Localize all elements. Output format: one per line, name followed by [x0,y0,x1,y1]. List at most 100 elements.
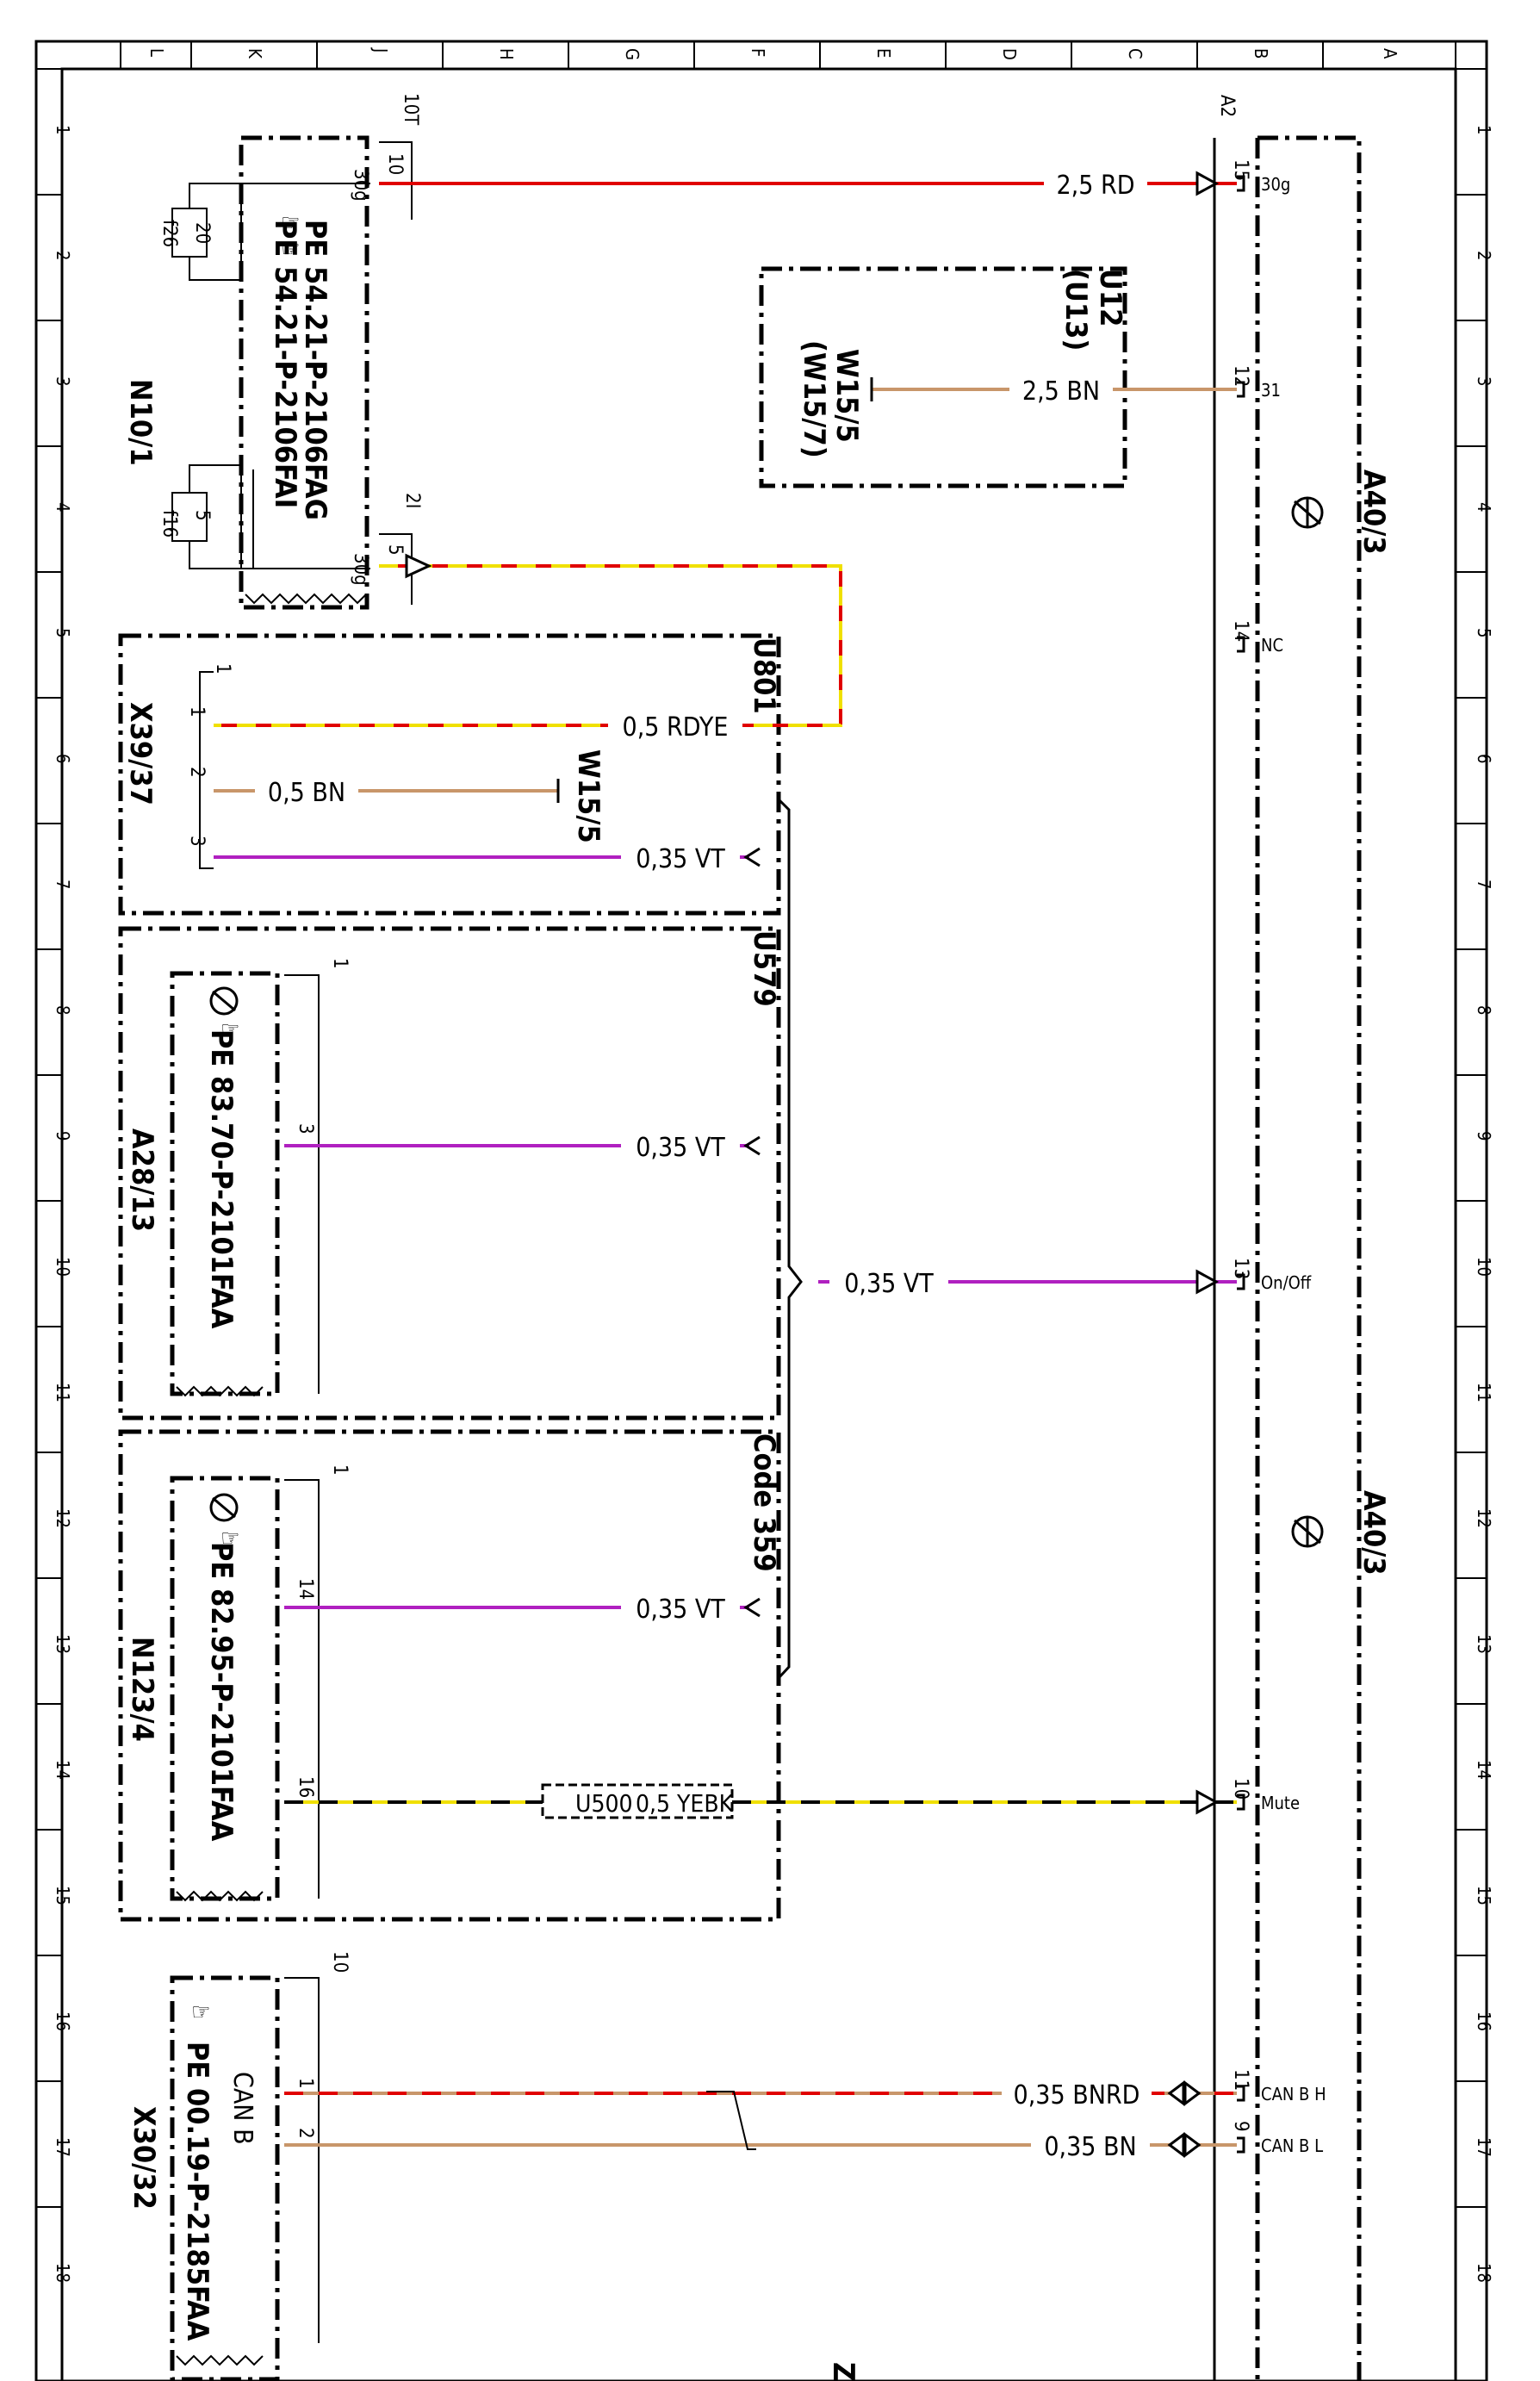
x30-32-pe-ref: PE 00.19-P-2185FAA [180,2042,214,2341]
a28-13-frame-pin: 1 [329,958,351,969]
row-label-right: 16 [1474,2011,1494,2031]
x30-32-connector [284,1977,320,2343]
row-label-right: 15 [1474,1886,1494,1905]
u801-box [118,633,781,916]
fuse-f16: 5 f16 [158,464,241,569]
wire-0-5-rdye-label-bg [608,712,742,744]
a40-3-label-lower: A40/3 [1357,1490,1391,1576]
a40-3-pin-signal: CAN B L [1261,2135,1323,2156]
code-359-code: Code 359 [747,1433,781,1572]
a40-3-pin-num: 11 [1230,2069,1251,2091]
row-label-right: 10 [1474,1257,1494,1277]
z35-label: Z35 [826,2362,860,2381]
row-label-right: 18 [1474,2263,1494,2283]
row-label-left: 1 [53,125,73,134]
wire-2-5-rd-label: 2,5 RD [1056,171,1134,201]
x30-32-label: X30/32 [127,2106,161,2210]
n10-1-pe-ref-1: PE 54.21-P-2106FAG [298,220,332,520]
wire-2-5-rd-arrow [1195,171,1220,196]
n10-1-box [239,135,369,610]
u500-splice-label: U500 [575,1789,633,1818]
row-label-left: 7 [53,880,73,889]
a28-13-pin-3: 3 [295,1123,316,1135]
wire-0-5-rdye-stripe [214,564,842,727]
wire-0-35-vt-n123-label: 0,35 VT [636,1595,725,1625]
n10-1-ref-top: 10T [400,93,421,126]
n10-1-hand-icon: ☞ ☞ [281,208,301,263]
a40-3-pin-socket [1237,1794,1245,1811]
x39-37-pin-1: 1 [186,706,208,718]
n10-1-pin-bot-sig: 30g [350,553,371,586]
a40-3-pin-socket [1237,381,1245,398]
row-label-left: 3 [53,376,73,386]
x39-37-label: X39/37 [123,702,158,805]
row-label-right: 1 [1474,125,1494,134]
column-label: K [245,48,265,59]
n10-1-break-lower [245,593,367,605]
wire-0-35-vt-a28-label: 0,35 VT [636,1133,725,1163]
fuse-f16-rating: 5 [191,510,213,521]
wire-0-35-vt-n123-tilde [743,1597,761,1618]
wire-0-5-rdye-arrow [405,553,432,579]
wire-0-5-yebk-arrow [1195,1789,1220,1815]
fuse-f16-name: f16 [158,510,180,538]
wire-0-35-vt-a28-tilde [743,1135,761,1156]
row-label-left: 15 [53,1886,73,1905]
u801-code: U801 [747,637,781,714]
column-label: D [999,48,1020,60]
row-label-left: 2 [53,251,73,260]
x39-37-bracket [199,671,214,869]
x30-32-bus-name: CAN B [227,2072,258,2145]
a28-13-label: A28/13 [125,1128,159,1232]
row-label-left: 11 [53,1383,73,1402]
u579-code: U579 [747,930,781,1007]
column-label: B [1251,48,1271,59]
row-label-right: 12 [1474,1508,1494,1528]
column-label: C [1125,48,1146,59]
row-label-left: 9 [53,1131,73,1141]
x30-32-pin-1: 1 [295,2078,316,2089]
u801-ground: W15/5 [571,749,605,843]
a40-3-upper-symbol [1291,496,1324,529]
a40-3-ref: A2 [1216,95,1238,117]
row-label-right: 17 [1474,2137,1494,2157]
x30-32-break [176,2354,264,2366]
can-twist-mark [706,2091,756,2150]
wire-0-35-vt-x39-label-bg [621,843,740,876]
row-label-left: 17 [53,2137,73,2157]
fuse-f26: 20 f26 [158,183,241,281]
n123-4-pin-14: 14 [295,1578,316,1600]
wire-0-5-bn-label-bg [255,777,358,810]
row-label-left: 8 [53,1005,73,1015]
row-label-left: 13 [53,1634,73,1654]
wire-2-5-bn-label-bg [1009,376,1113,408]
wire-0-35-bn-can-label: 0,35 BN [1044,2132,1136,2162]
a28-13-connector [284,974,320,1394]
a40-3-pin-num: 13 [1230,1258,1251,1279]
a28-13-pe-ref: PE 83.70-P-2101FAA [204,1029,239,1329]
wire-0-5-rdye [214,564,842,727]
n10-1-pin-top-sig: 30g [350,169,371,202]
column-label: E [873,48,894,58]
wire-0-35-bn-can-connector [1167,2132,1202,2158]
x30-32-pin-2: 2 [295,2128,316,2139]
a40-3-pin-num: 10 [1230,1778,1251,1800]
a40-3-pin-socket [1237,636,1245,653]
a40-3-pin-signal: Mute [1261,1793,1300,1813]
wire-0-5-rdye-label: 0,5 RDYE [623,712,729,743]
n10-1-pin-top-num: 10 [384,153,406,175]
wire-2-5-rd-label-bg [1044,170,1147,202]
n10-1-pin-bot-num: 5 [384,544,406,556]
a40-3-pin-signal: On/Off [1261,1272,1312,1293]
row-label-right: 14 [1474,1760,1494,1780]
n123-4-symbol-icon [209,1493,239,1522]
column-label: H [496,48,517,60]
n123-4-box [170,1476,280,1901]
n123-4-frame-pin: 1 [329,1464,351,1476]
column-label: J [370,47,391,53]
x30-32-box [170,1975,280,2381]
column-label: L [146,48,167,57]
